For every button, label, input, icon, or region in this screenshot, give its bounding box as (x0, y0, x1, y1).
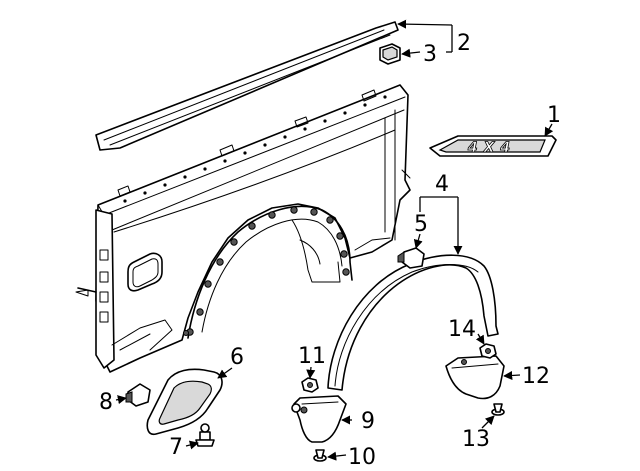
rear-splash-guard (146, 368, 223, 436)
leader-lines (115, 19, 554, 461)
screw-fastener-rear (491, 403, 505, 416)
callout-10: 10 (348, 445, 376, 470)
emblem-4x4: 4X4 (429, 135, 557, 157)
rear-mud-flap (445, 355, 505, 400)
callout-7: 7 (169, 435, 183, 460)
callout-4: 4 (435, 172, 449, 197)
callout-9: 9 (361, 409, 375, 434)
callout-11: 11 (298, 344, 326, 369)
hex-nut (301, 377, 319, 393)
bed-rail-cap (95, 21, 399, 151)
stake-pocket-cap (379, 43, 401, 65)
push-pin-fastener (195, 423, 215, 447)
callout-6: 6 (230, 345, 244, 370)
callout-5: 5 (414, 212, 428, 237)
screw-fastener (313, 449, 327, 462)
emblem-text: 4X4 (467, 140, 516, 156)
wheel-opening-flare (327, 254, 499, 391)
callout-8: 8 (99, 390, 113, 415)
callout-1: 1 (547, 103, 561, 128)
flare-fastener-clip (397, 247, 425, 269)
callout-2: 2 (457, 31, 471, 56)
callout-labels: 1 2 3 4 5 6 7 8 9 10 11 12 13 14 (99, 31, 561, 470)
callout-14: 14 (448, 317, 476, 342)
box-side-panel (75, 84, 411, 373)
callout-13: 13 (462, 427, 490, 452)
callout-3: 3 (423, 42, 437, 67)
retainer-clip (125, 383, 151, 407)
callout-12: 12 (522, 364, 550, 389)
front-mud-flap (291, 395, 347, 443)
hex-nut-rear (479, 343, 497, 359)
